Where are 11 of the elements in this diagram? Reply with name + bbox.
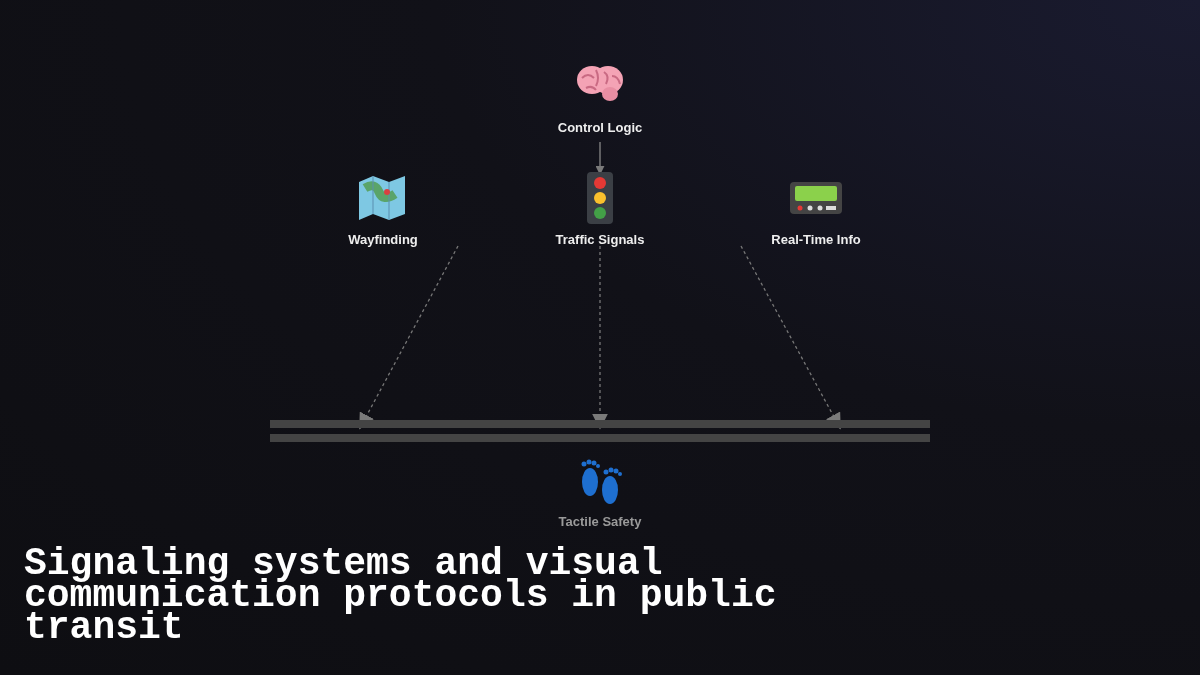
node-label: Control Logic [557, 120, 643, 135]
arrow [359, 245, 459, 430]
node-label: Real-Time Info [771, 232, 861, 247]
title: Signaling systems and visual communication protocols in public transit [24, 548, 778, 644]
arrow [595, 141, 605, 175]
node-label: Traffic Signals [555, 232, 645, 247]
arrow [740, 245, 841, 430]
arrow [592, 245, 608, 430]
node-label: Wayfinding [348, 232, 418, 247]
rail-track [270, 420, 930, 442]
node-label: Tactile Safety [558, 514, 642, 529]
